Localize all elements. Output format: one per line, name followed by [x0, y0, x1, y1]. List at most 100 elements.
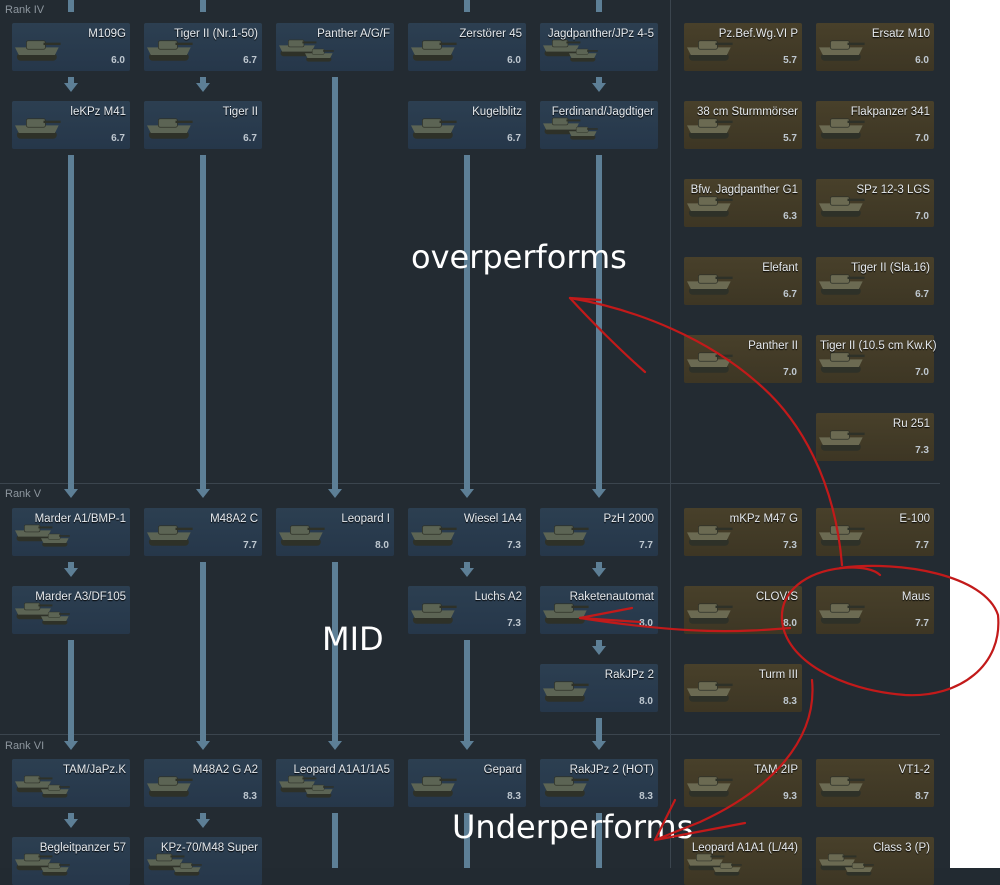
- vehicle-name: KPz-70/M48 Super: [160, 842, 258, 854]
- tree-connector: [464, 813, 470, 868]
- vehicle-name: VT1-2: [898, 764, 930, 776]
- vehicle-name: Marder A1/BMP-1: [34, 513, 126, 525]
- tank-icon: [15, 524, 70, 547]
- vehicle-name: M48A2 C: [210, 513, 258, 525]
- tank-icon: [411, 118, 457, 139]
- connector-arrow-icon: [64, 83, 78, 92]
- vehicle-card[interactable]: Tiger II (Nr.1-50)6.7: [144, 23, 262, 71]
- vehicle-name: leKPz M41: [70, 106, 126, 118]
- vehicle-card[interactable]: TAM/JaPz.K: [12, 759, 130, 807]
- connector-arrow-icon: [64, 819, 78, 828]
- tree-connector: [200, 77, 206, 84]
- tank-icon: [543, 117, 598, 140]
- battle-rating: 6.7: [243, 133, 257, 144]
- vehicle-card[interactable]: Marder A1/BMP-1: [12, 508, 130, 556]
- tank-icon: [411, 525, 457, 546]
- vehicle-card[interactable]: Ferdinand/Jagdtiger: [540, 101, 658, 149]
- vehicle-name: Ru 251: [892, 418, 930, 430]
- vehicle-card[interactable]: Marder A3/DF105: [12, 586, 130, 634]
- tree-connector: [200, 0, 206, 12]
- battle-rating: 8.0: [639, 618, 653, 629]
- vehicle-card[interactable]: RakJPz 2 (HOT)8.3: [540, 759, 658, 807]
- vehicle-name: Begleitpanzer 57: [39, 842, 126, 854]
- vehicle-name: Raketenautomat: [569, 591, 654, 603]
- connector-arrow-icon: [592, 568, 606, 577]
- vehicle-card[interactable]: Raketenautomat 8.0: [540, 586, 658, 634]
- vehicle-name: Class 3 (P): [873, 842, 930, 854]
- vehicle-name: Leopard I: [341, 513, 390, 525]
- vehicle-name: M109G: [88, 28, 126, 40]
- premium-vehicle-card[interactable]: Tiger II (10.5 cm Kw.K)7.0: [816, 335, 937, 383]
- tank-icon: [687, 118, 733, 139]
- premium-vehicle-card[interactable]: Flakpanzer 341 7.0: [816, 101, 934, 149]
- premium-vehicle-card[interactable]: Tiger II (Sla.16) 6.7: [816, 257, 934, 305]
- tree-connector: [464, 155, 470, 490]
- tank-icon: [279, 775, 334, 798]
- vehicle-name: TAM/JaPz.K: [62, 764, 126, 776]
- connector-arrow-icon: [64, 741, 78, 750]
- battle-rating: 6.7: [783, 289, 797, 300]
- vehicle-card[interactable]: Begleitpanzer 57: [12, 837, 130, 885]
- tank-icon: [819, 853, 874, 876]
- vehicle-name: Ferdinand/Jagdtiger: [551, 106, 654, 118]
- battle-rating: 8.3: [507, 791, 521, 802]
- battle-rating: 7.0: [915, 133, 929, 144]
- premium-vehicle-card[interactable]: Leopard A1A1 (L/44): [684, 837, 802, 885]
- connector-arrow-icon: [460, 741, 474, 750]
- vehicle-name: Tiger II (Sla.16): [851, 262, 930, 274]
- connector-arrow-icon: [196, 489, 210, 498]
- battle-rating: 6.7: [915, 289, 929, 300]
- tree-connector: [464, 562, 470, 569]
- vehicle-name: SPz 12-3 LGS: [856, 184, 930, 196]
- rank-v-separator: [0, 483, 940, 484]
- tree-connector: [68, 562, 74, 569]
- vehicle-name: Pz.Bef.Wg.VI P: [718, 28, 798, 40]
- premium-vehicle-card[interactable]: Class 3 (P): [816, 837, 934, 885]
- vehicle-card[interactable]: Leopard A1A1/1A5: [276, 759, 394, 807]
- tree-connector: [200, 562, 206, 742]
- tank-icon: [687, 853, 742, 876]
- vehicle-card[interactable]: Jagdpanther/JPz 4-5: [540, 23, 658, 71]
- vehicle-name: Leopard A1A1/1A5: [293, 764, 390, 776]
- vehicle-name: PzH 2000: [603, 513, 654, 525]
- vehicle-name: Flakpanzer 341: [850, 106, 930, 118]
- tank-icon: [543, 776, 589, 797]
- tank-icon: [687, 196, 733, 217]
- battle-rating: 8.3: [783, 696, 797, 707]
- vehicle-card[interactable]: Panther A/G/F: [276, 23, 394, 71]
- vehicle-card[interactable]: KPz-70/M48 Super: [144, 837, 262, 885]
- tank-icon: [15, 40, 61, 61]
- tank-icon: [543, 681, 589, 702]
- vehicle-name: RakJPz 2: [604, 669, 654, 681]
- tank-icon: [147, 525, 193, 546]
